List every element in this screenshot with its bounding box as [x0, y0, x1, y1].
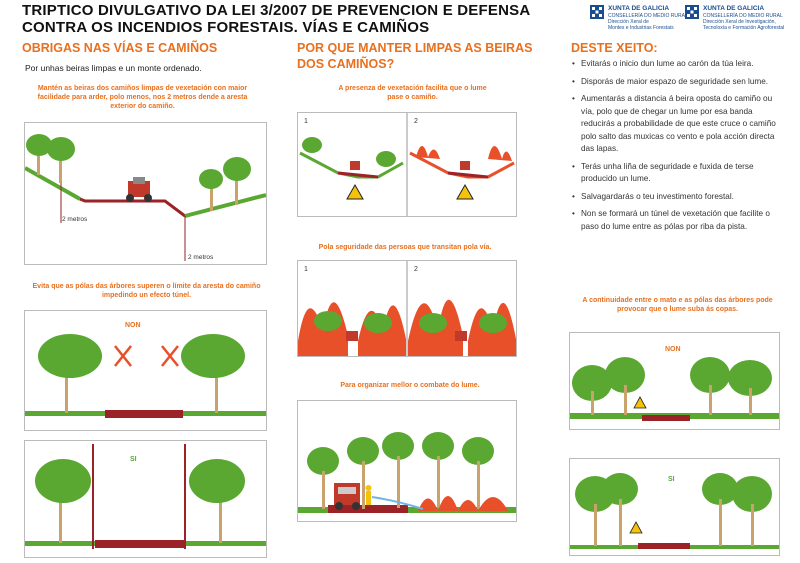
col2-caption-3: Para organizar mellor o combate do lume. [340, 382, 480, 389]
page-title: TRIPTICO DIVULGATIVO DA LEI 3/2007 DE PR… [22, 2, 530, 36]
tree-icon [38, 334, 102, 413]
xunta-emblem-icon [685, 5, 699, 19]
firefighter-icon [365, 485, 372, 505]
benefits-list: Evitarás o inicio dun lume ao carón da t… [571, 58, 781, 238]
logo-line: Dirección Xeral de Investigación, [703, 19, 776, 25]
panel-crown-si: SI [569, 458, 780, 556]
fire-truck-icon [334, 483, 360, 510]
list-item: Non se formará un túnel de vexetación qu… [571, 208, 781, 233]
title-line-2: CONTRA OS INCENDIOS FORESTAIS. VÍAS E CA… [22, 19, 430, 36]
si-label: SI [668, 476, 675, 483]
scene-number: 1 [304, 266, 308, 273]
panel-crown-non: NON [569, 332, 780, 430]
col2-heading-line-1: POR QUE MANTER LIMPAS AS BEIRAS [297, 41, 533, 55]
fire-fighting-illustration [298, 432, 516, 513]
warning-sign-icon [629, 521, 643, 534]
tree-icon [189, 459, 245, 543]
logo-brand: XUNTA DE GALICIA [703, 5, 765, 12]
xunta-logo-1: XUNTA DE GALICIA CONSELLERÍA DO MEDIO RU… [590, 5, 688, 31]
list-item: Aumentarás a distancia á beira oposta do… [571, 93, 781, 156]
crown-si-illustration: SI [570, 473, 779, 549]
metros-label-left: 2 metros [62, 216, 88, 223]
list-item: Disporás de maior espazo de seguridade s… [571, 76, 781, 89]
tree-icon [47, 137, 75, 183]
panel-people-safety: 1 2 [297, 260, 517, 357]
warning-sign-icon [456, 183, 474, 200]
panel-road-clearance: 2 metros 2 metros [24, 122, 267, 265]
col2-heading: POR QUE MANTER LIMPAS AS BEIRAS DOS CAMI… [297, 40, 532, 72]
crown-non-illustration: NON [570, 346, 779, 421]
logo-line: CONSELLERÍA DO MEDIO RURAL [703, 13, 783, 19]
col1-intro: Por unhas beiras limpas e un monte orden… [25, 63, 202, 73]
col3-heading: DESTE XEITO: [571, 41, 658, 55]
col2-heading-line-2: DOS CAMIÑOS? [297, 57, 395, 71]
si-label: SI [130, 456, 137, 463]
metros-label-right: 2 metros [188, 254, 214, 261]
tree-icon [199, 169, 223, 211]
logo-line: Dirección Xeral de [608, 19, 649, 25]
title-line-1: TRIPTICO DIVULGATIVO DA LEI 3/2007 DE PR… [22, 2, 531, 19]
non-label: NON [125, 322, 141, 329]
tree-icon [26, 134, 52, 175]
list-item: Evitarás o inicio dun lume ao carón da t… [571, 58, 781, 71]
col1-caption-1: Mantén as beiras dos camiños limpas de v… [37, 85, 248, 110]
fire-crossing-illustration: 1 2 [299, 113, 515, 216]
tree-icon [223, 157, 251, 205]
col2-caption-2: Pola seguridade das persoas que transita… [318, 244, 492, 251]
panel-tunnel-non: NON [24, 310, 267, 431]
cross-icon [114, 345, 179, 367]
col2-caption-1: A presenza de vexetación facilita que o … [338, 85, 487, 101]
logo-line: CONSELLERÍA DO MEDIO RURAL [608, 13, 688, 19]
non-label: NON [665, 346, 681, 353]
warning-sign-icon [346, 183, 364, 200]
panel-tunnel-si: SI [24, 440, 267, 558]
logo-line: Montes e Industrias Forestais [608, 25, 674, 31]
col1-caption-2: Evita que as pólas das árbores superen o… [32, 283, 261, 299]
xunta-emblem-icon [590, 5, 604, 19]
panel-fire-fighting [297, 400, 517, 522]
road-clearance-illustration: 2 metros 2 metros [25, 134, 266, 264]
tunnel-si-illustration: SI [25, 444, 266, 549]
scene-number: 1 [304, 118, 308, 125]
tunnel-non-illustration: NON [25, 322, 266, 418]
scene-number: 2 [414, 118, 418, 125]
tree-icon [181, 334, 245, 413]
scene-number: 2 [414, 266, 418, 273]
list-item: Terás unha liña de seguridade e fuxida d… [571, 161, 781, 186]
logo-line: Tecnoloxía e Formación Agroforestal [703, 25, 785, 31]
tractor-icon [126, 177, 152, 202]
list-item: Salvagardarás o teu investimento foresta… [571, 191, 781, 204]
col3-caption: A continuidade entre o mato e as pólas d… [582, 297, 773, 313]
xunta-logo-2: XUNTA DE GALICIA CONSELLERÍA DO MEDIO RU… [685, 5, 784, 31]
col1-heading: OBRIGAS NAS VÍAS E CAMIÑOS [22, 41, 218, 55]
warning-sign-icon [633, 396, 647, 409]
logo-brand: XUNTA DE GALICIA [608, 5, 670, 12]
panel-fire-crossing: 1 2 [297, 112, 517, 217]
people-safety-illustration: 1 2 [298, 261, 516, 356]
tree-icon [35, 459, 91, 543]
